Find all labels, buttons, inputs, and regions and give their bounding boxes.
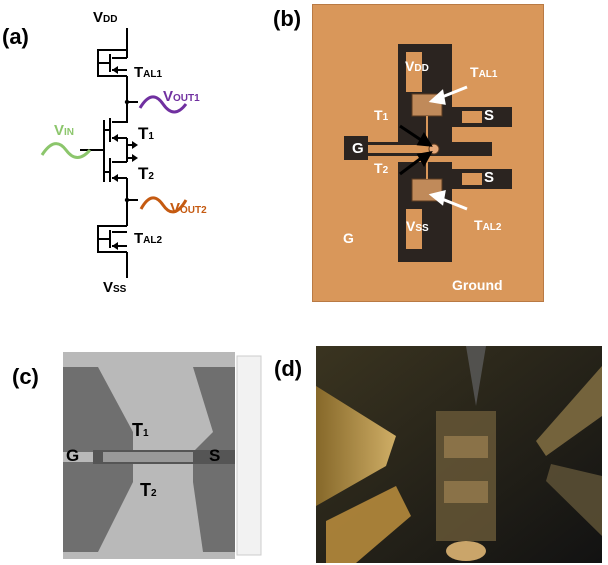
circuit-vin-label: VIN (54, 122, 75, 139)
chip-g-region-label: G (343, 230, 354, 246)
sem-g-label: G (66, 446, 80, 465)
circuit-vout1-label: VOUT1 (163, 88, 200, 105)
panel-c-label: (c) (12, 364, 39, 389)
chip-t1-label: T1 (374, 107, 389, 123)
chip-tal1-label: TAL1 (470, 64, 498, 80)
panel-a-label: (a) (2, 24, 29, 49)
chip-tal2-label: TAL2 (474, 217, 502, 233)
panel-d-label: (d) (274, 356, 303, 381)
circuit-tal2-label: TAL2 (134, 230, 163, 247)
sem-image (63, 352, 263, 559)
circuit-vout2-label: VOUT2 (170, 200, 207, 217)
circuit-t2-label: T2 (138, 164, 154, 183)
chip-vdd-label: VDD (405, 58, 429, 74)
sem-t2-label: T2 (140, 480, 157, 500)
chip-micrograph (312, 4, 544, 302)
probe-station-photo (316, 346, 602, 563)
sem-t1-label: T1 (132, 420, 149, 440)
chip-s-pad1-label: S (484, 107, 495, 124)
panel-b-label: (b) (273, 6, 302, 31)
circuit-tal1-label: TAL1 (134, 64, 163, 81)
chip-ground-label: Ground (452, 277, 503, 293)
chip-t2-label: T2 (374, 160, 389, 176)
sem-s-label: S (209, 446, 221, 465)
chip-g-pad-label: G (352, 140, 364, 157)
circuit-vss-label: VSS (103, 279, 127, 296)
chip-vss-label: VSS (406, 218, 429, 234)
circuit-vdd-label: VDD (93, 9, 118, 26)
chip-s-pad2-label: S (484, 169, 495, 186)
circuit-t1-label: T1 (138, 124, 154, 143)
